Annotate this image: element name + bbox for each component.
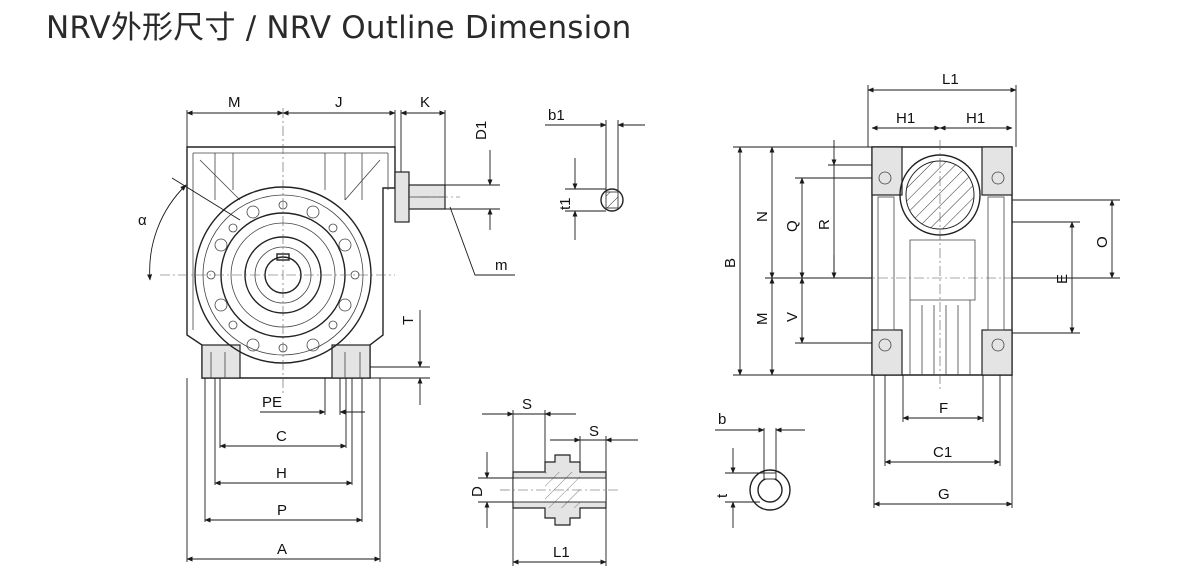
dim-label-C: C (276, 428, 287, 445)
input-shaft-key-detail: b1 t1 (545, 107, 645, 240)
dim-label-H1-right: H1 (966, 110, 985, 127)
hollow-shaft-section: S S D L1 (469, 396, 638, 566)
dim-label-R: R (816, 219, 833, 230)
front-view: M J K D1 α m T (138, 94, 515, 562)
dim-label-S-right: S (589, 423, 599, 440)
dim-label-H: H (276, 465, 287, 482)
dim-label-K: K (420, 94, 430, 111)
dim-label-t: t (714, 493, 731, 498)
dim-label-G: G (938, 486, 950, 503)
dim-label-A: A (277, 541, 287, 558)
bore-key-detail: b t (714, 411, 805, 528)
dim-label-C1: C1 (933, 444, 952, 461)
dim-label-m: m (495, 257, 508, 274)
dim-label-S-top: S (522, 396, 532, 413)
dim-label-PE: PE (262, 394, 282, 411)
dim-label-b: b (718, 411, 726, 428)
dim-label-t1: t1 (557, 197, 574, 210)
dim-label-O: O (1094, 236, 1111, 248)
dim-label-J: J (335, 94, 343, 111)
dim-label-L1-side: L1 (942, 71, 959, 88)
dim-label-E: E (1054, 274, 1071, 284)
dim-label-V: V (784, 312, 801, 322)
dim-label-N: N (754, 211, 771, 222)
dim-label-D1: D1 (473, 121, 490, 140)
dim-label-P: P (277, 502, 287, 519)
dim-label-M: M (228, 94, 241, 111)
dim-label-alpha: α (138, 212, 147, 229)
dim-label-F: F (939, 400, 948, 417)
dim-label-Q: Q (784, 220, 801, 232)
drawing-title: NRV外形尺寸 / NRV Outline Dimension (46, 10, 632, 46)
side-view: L1 H1 H1 B N M Q V R O E (722, 71, 1120, 508)
dim-label-D: D (469, 486, 486, 497)
dim-label-H1-left: H1 (896, 110, 915, 127)
dim-label-T: T (400, 316, 417, 325)
dim-label-M-side: M (754, 313, 771, 326)
dim-label-b1: b1 (548, 107, 565, 124)
dim-label-B: B (722, 258, 739, 268)
dim-label-L1-shaft: L1 (553, 544, 570, 561)
